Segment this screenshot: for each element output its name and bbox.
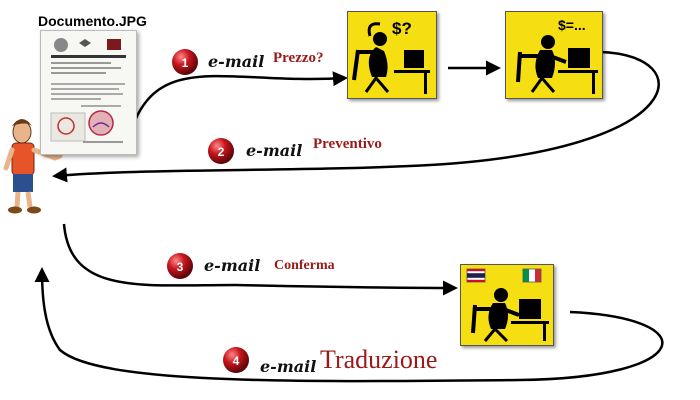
step-2-channel: e-mail bbox=[246, 141, 303, 160]
step-1-ball-icon: 1 bbox=[172, 49, 198, 75]
step-1-number: 1 bbox=[182, 56, 189, 70]
arrow-request-price bbox=[130, 71, 348, 129]
translator-working-panel bbox=[460, 264, 554, 346]
italian-flag-icon bbox=[522, 268, 542, 283]
document-image bbox=[40, 30, 137, 155]
step-4-number: 4 bbox=[233, 354, 240, 368]
translator-thinking-panel: $? bbox=[347, 11, 437, 99]
step-2-number: 2 bbox=[218, 145, 225, 159]
step-4-label: Traduzione bbox=[320, 345, 438, 374]
step-3-ball-icon: 3 bbox=[167, 253, 193, 279]
step-4-ball-icon: 4 bbox=[223, 347, 249, 373]
price-quote-caption: $=... bbox=[558, 17, 586, 33]
step-4-channel: e-mail bbox=[260, 357, 317, 376]
step-2-label: Preventivo bbox=[313, 136, 382, 152]
step-3-label: Conferma bbox=[274, 258, 335, 273]
price-question-caption: $? bbox=[392, 19, 412, 38]
step-2-ball-icon: 2 bbox=[208, 138, 234, 164]
step-1-label: Prezzo? bbox=[273, 50, 324, 66]
document-filename: Documento.JPG bbox=[38, 13, 147, 29]
arrow-quote-return bbox=[52, 50, 660, 183]
translator-quoting-panel: $=... bbox=[505, 11, 603, 99]
step-3-channel: e-mail bbox=[204, 256, 261, 275]
arrow-translation-return bbox=[34, 267, 664, 383]
thai-flag-icon bbox=[466, 268, 486, 283]
step-1-channel: e-mail bbox=[208, 52, 265, 71]
step-3-number: 3 bbox=[177, 260, 184, 274]
arrow-confirm bbox=[62, 223, 458, 296]
